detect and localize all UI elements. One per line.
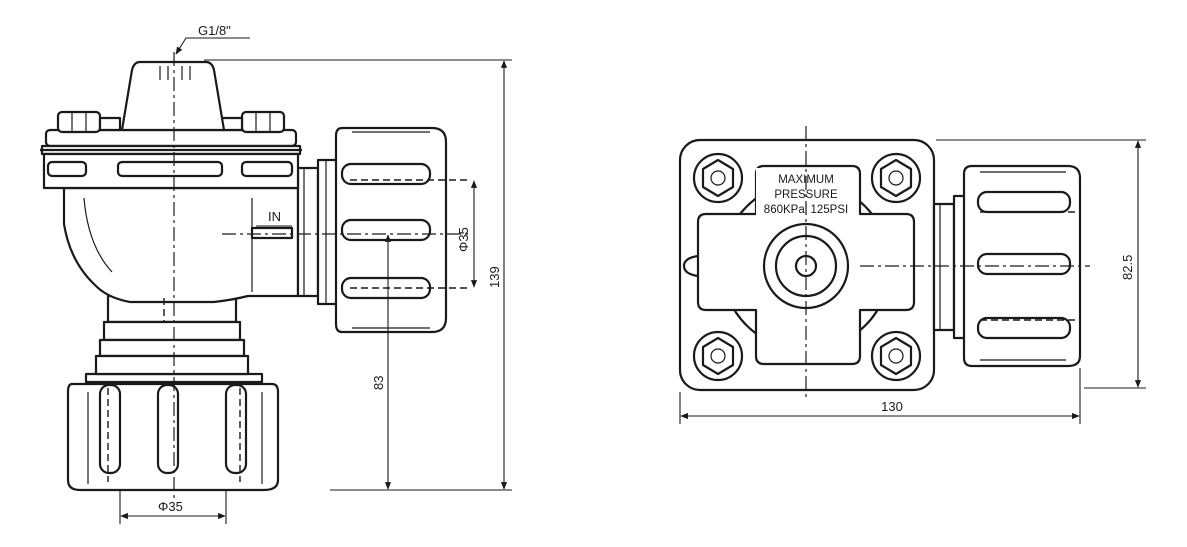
dim-height: 82.5 — [936, 139, 1146, 389]
port-callout: G1/8" — [175, 23, 250, 55]
outlet-diameter-text: Φ35 — [158, 499, 183, 514]
valve-body — [62, 158, 342, 306]
dim-inlet-diameter: Φ35 — [456, 180, 478, 288]
outlet-nut — [66, 372, 280, 492]
dim-outlet-diameter: Φ35 — [119, 490, 227, 524]
inlet-diameter-text: Φ35 — [456, 227, 471, 252]
bolt-bottom-right — [870, 330, 922, 382]
inlet-label: IN — [268, 209, 281, 224]
outlet-height-text: 83 — [371, 376, 386, 390]
port-label: G1/8" — [198, 23, 231, 38]
dim-width: 130 — [679, 368, 1081, 424]
pilot-cap — [120, 60, 226, 132]
height-text: 82.5 — [1120, 255, 1135, 280]
inlet-callout: IN — [256, 209, 292, 227]
top-view: MAXIMUM PRESSURE 860KPal 125PSI — [678, 126, 1146, 424]
bolt-bottom-left — [692, 330, 744, 382]
cover-screw-left — [56, 110, 122, 134]
dim-total-height: 139 — [204, 59, 512, 491]
bolt-top-left — [692, 152, 744, 204]
inlet-nut — [334, 126, 448, 334]
top-inlet-neck — [932, 194, 968, 340]
side-view: G1/8" IN Φ35 Φ35 139 83 — [40, 23, 512, 524]
outlet-neck — [94, 294, 250, 376]
dim-outlet-height: 83 — [371, 234, 392, 490]
total-height-text: 139 — [487, 266, 502, 288]
cover-flange — [40, 128, 302, 190]
bolt-top-right — [870, 152, 922, 204]
width-text: 130 — [881, 399, 903, 414]
cover-screw-right — [220, 110, 286, 134]
